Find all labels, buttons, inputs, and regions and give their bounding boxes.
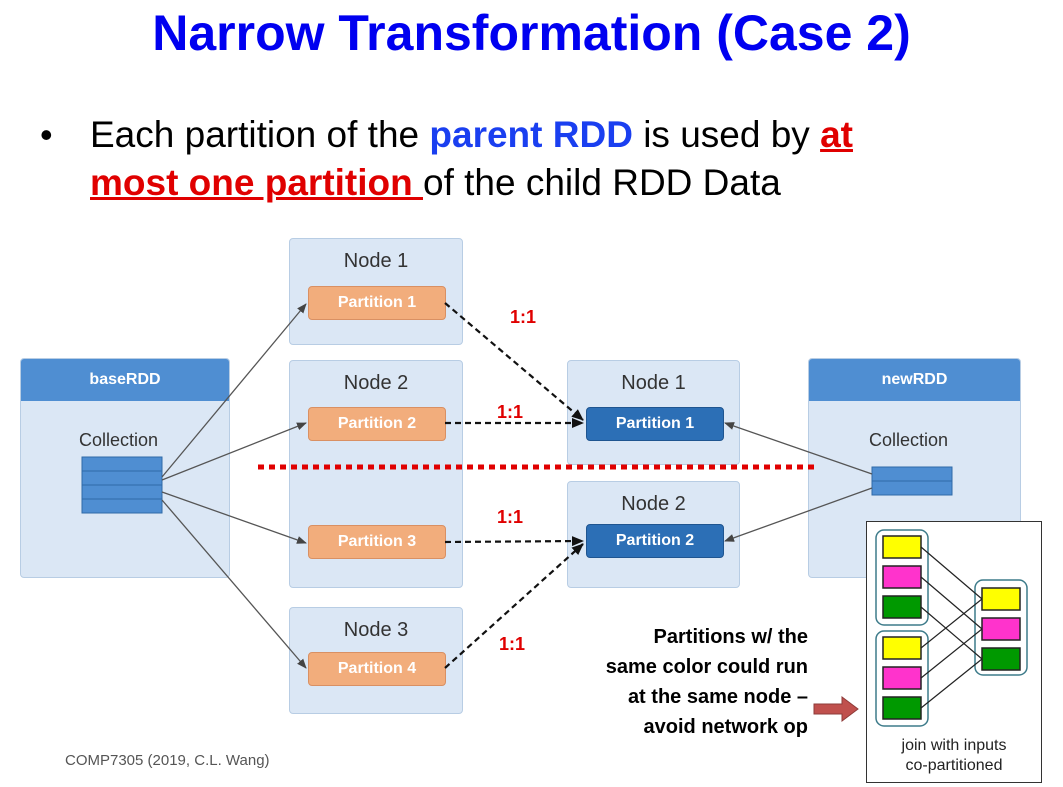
base-rdd-box: baseRDD Collection [20, 358, 230, 578]
input-group-1 [875, 529, 929, 626]
new-rdd-collection-label: Collection [869, 430, 949, 450]
node-label: Node 1 [343, 250, 409, 272]
narrow-dependency-arrow [444, 536, 584, 547]
inset-diagram [875, 529, 1028, 727]
bullet-line-2: most one partition of the child RDD Data [90, 160, 781, 206]
bullet-text: of the child RDD Data [423, 162, 781, 203]
source-node-2: Node 2 Partition 2 Partition 3 [289, 360, 463, 588]
source-node-3: Node 3 Partition 4 [289, 607, 463, 714]
note-line-4: avoid network op [643, 716, 808, 738]
bullet-text: is used by [632, 114, 821, 155]
parent-rdd-emphasis: parent RDD [429, 114, 633, 155]
node-label: Node 1 [621, 372, 686, 394]
target-partition-1: Partition 1 [586, 407, 724, 441]
new-rdd-header: newRDD [809, 359, 1020, 401]
note-line-2: same color could run [605, 656, 808, 678]
highlight-arrow-icon [813, 696, 859, 722]
co-partitioned-join-inset: join with inputs co-partitioned [866, 521, 1042, 783]
inset-caption-line-1: join with inputs [901, 737, 1007, 754]
base-rdd-collection-label: Collection [79, 430, 159, 450]
target-node-2: Node 2 Partition 2 [567, 481, 740, 588]
one-partition-emphasis: most one partition [90, 162, 423, 203]
note-line-1: Partitions w/ the [653, 626, 808, 648]
source-partition-2: Partition 2 [308, 407, 446, 441]
inset-caption-line-2: co-partitioned [905, 757, 1003, 774]
target-node-1: Node 1 Partition 1 [567, 360, 740, 465]
bullet-text: Each partition of the [90, 114, 430, 155]
node-label: Node 2 [343, 372, 409, 394]
output-group [974, 579, 1028, 676]
join-lines [920, 546, 983, 709]
inset-caption: join with inputs co-partitioned [867, 736, 1041, 776]
footer-credit: COMP7305 (2019, C.L. Wang) [65, 752, 270, 769]
ratio-label-1: 1:1 [510, 307, 537, 327]
ratio-label-2: 1:1 [497, 402, 524, 422]
ratio-label-3: 1:1 [497, 507, 524, 527]
at-most-emphasis: at [820, 114, 853, 155]
node-label: Node 2 [621, 493, 686, 515]
base-rdd-header: baseRDD [21, 359, 229, 401]
source-partition-3: Partition 3 [308, 525, 446, 559]
input-group-2 [875, 630, 929, 727]
note-line-3: at the same node – [627, 686, 808, 708]
bullet-line-1: Each partition of the parent RDD is used… [90, 112, 853, 158]
source-partition-4: Partition 4 [308, 652, 446, 686]
bullet-marker: • [40, 114, 53, 155]
source-partition-1: Partition 1 [308, 286, 446, 320]
node-label: Node 3 [343, 619, 409, 641]
target-partition-2: Partition 2 [586, 524, 724, 558]
ratio-label-4: 1:1 [499, 634, 526, 654]
slide-title: Narrow Transformation (Case 2) [152, 5, 911, 61]
source-node-1: Node 1 Partition 1 [289, 238, 463, 345]
